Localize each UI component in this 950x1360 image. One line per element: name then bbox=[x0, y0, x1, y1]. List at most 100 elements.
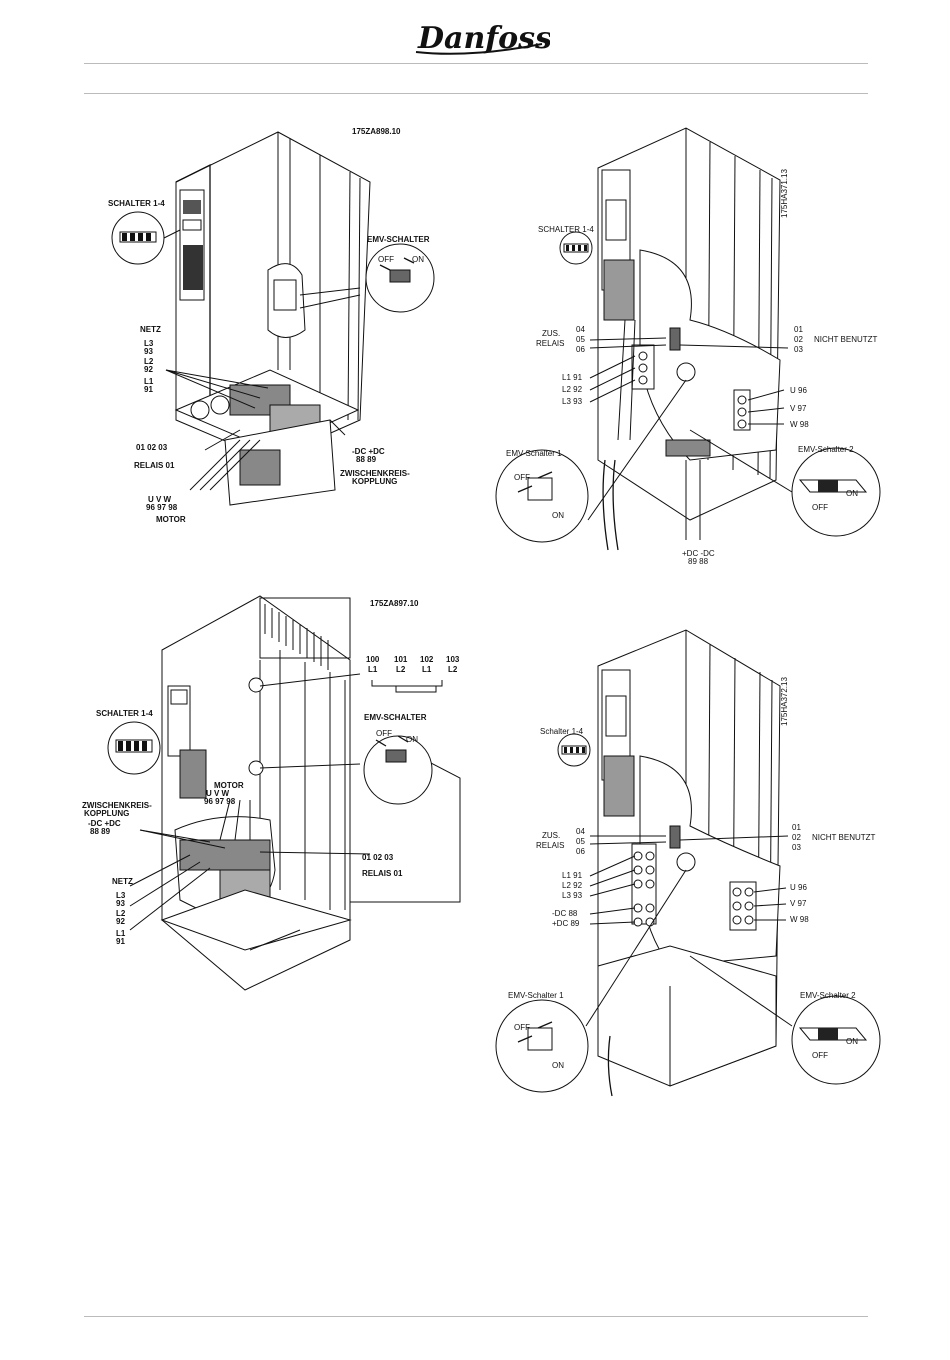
fig2-on2: ON bbox=[846, 489, 858, 498]
fig4-u: U 96 bbox=[790, 883, 807, 892]
fig3-93: 93 bbox=[116, 899, 125, 908]
fig2-u: U 96 bbox=[790, 386, 807, 395]
fig1-relais-nums: 01 02 03 bbox=[136, 443, 168, 452]
fig4-r04: 04 bbox=[576, 827, 585, 836]
header-rule-bottom bbox=[84, 93, 868, 94]
fig1-relais: RELAIS 01 bbox=[134, 461, 175, 470]
fig2-r04: 04 bbox=[576, 325, 585, 334]
fig1-off: OFF bbox=[378, 255, 394, 264]
fig2-o03: 03 bbox=[794, 345, 803, 354]
fig3-103: 103 bbox=[446, 655, 460, 664]
fig3-motor: MOTOR bbox=[214, 781, 244, 790]
fig2-on1: ON bbox=[552, 511, 564, 520]
fig3-dc-top: -DC +DC bbox=[88, 819, 121, 828]
fig1-93: 93 bbox=[144, 347, 153, 356]
fig1-92: 92 bbox=[144, 365, 153, 374]
fig2-off2: OFF bbox=[812, 503, 828, 512]
fig1-zwk2: KOPPLUNG bbox=[352, 477, 397, 486]
fig4-schalter: Schalter 1-4 bbox=[540, 727, 584, 736]
fig4-emv2: EMV-Schalter 2 bbox=[800, 991, 856, 1000]
fig2-nicht: NICHT BENUTZT bbox=[814, 335, 878, 344]
logo-text: Danfoss bbox=[417, 21, 550, 56]
fig3-92: 92 bbox=[116, 917, 125, 926]
fig3-91: 91 bbox=[116, 937, 125, 946]
fig1-91: 91 bbox=[144, 385, 153, 394]
fig3-dc-nums: 88 89 bbox=[90, 827, 111, 836]
fig4-on1: ON bbox=[552, 1061, 564, 1070]
fig4-l1: L1 91 bbox=[562, 871, 583, 880]
fig2-r05: 05 bbox=[576, 335, 585, 344]
fig2-l3: L3 93 bbox=[562, 397, 583, 406]
fig1-dc-nums: 88 89 bbox=[356, 455, 377, 464]
fig2-schalter: SCHALTER 1-4 bbox=[538, 225, 594, 234]
fig2-l1: L1 91 bbox=[562, 373, 583, 382]
figure-drive-top-left: 175ZA898.10 SCHALTER 1-4 EMV-SCHALTER OF… bbox=[90, 120, 460, 540]
fig2-zus: ZUS. bbox=[542, 329, 560, 338]
fig1-l2: L2 bbox=[144, 357, 154, 366]
fig4-r05: 05 bbox=[576, 837, 585, 846]
fig3-100: 100 bbox=[366, 655, 380, 664]
fig2-dc2: 89 88 bbox=[688, 557, 709, 566]
fig1-netz: NETZ bbox=[140, 325, 161, 334]
fig4-dc1: -DC 88 bbox=[552, 909, 578, 918]
fig3-off: OFF bbox=[376, 729, 392, 738]
figure-drive-bottom-right: 175HA372.13 Schalter 1-4 ZUS. RELAIS 04 … bbox=[490, 626, 890, 1106]
fig3-code: 175ZA897.10 bbox=[370, 599, 419, 608]
fig3-on: ON bbox=[406, 735, 418, 744]
fig4-l3: L3 93 bbox=[562, 891, 583, 900]
fig3-l2: L2 bbox=[116, 909, 126, 918]
fig4-o01: 01 bbox=[792, 823, 801, 832]
fig1-l3: L3 bbox=[144, 339, 154, 348]
fig4-zus: ZUS. bbox=[542, 831, 560, 840]
fig3-uvw: U V W bbox=[206, 789, 230, 798]
fig2-emv1: EMV-Schalter 1 bbox=[506, 449, 562, 458]
fig2-v: V 97 bbox=[790, 404, 807, 413]
fig4-on2: ON bbox=[846, 1037, 858, 1046]
fig1-l1: L1 bbox=[144, 377, 154, 386]
fig3-schalter: SCHALTER 1-4 bbox=[96, 709, 153, 718]
fig1-zwk1: ZWISCHENKREIS- bbox=[340, 469, 410, 478]
fig3-l1a: L1 bbox=[368, 665, 378, 674]
fig4-v: V 97 bbox=[790, 899, 807, 908]
fig2-dc1: +DC -DC bbox=[682, 549, 715, 558]
fig4-off2: OFF bbox=[812, 1051, 828, 1060]
fig4-o03: 03 bbox=[792, 843, 801, 852]
fig3-zwk1: ZWISCHENKREIS- bbox=[82, 801, 152, 810]
fig2-relais: RELAIS bbox=[536, 339, 564, 348]
fig2-o01: 01 bbox=[794, 325, 803, 334]
fig2-o02: 02 bbox=[794, 335, 803, 344]
figure-drive-top-right: 175HA371.13 SCHALTER 1-4 ZUS. RELAIS 04 … bbox=[490, 120, 890, 570]
fig3-l1: L1 bbox=[116, 929, 126, 938]
fig1-schalter-label: SCHALTER 1-4 bbox=[108, 199, 165, 208]
fig1-uvw-nums: 96 97 98 bbox=[146, 503, 178, 512]
fig3-relais: RELAIS 01 bbox=[362, 869, 403, 878]
fig2-w: W 98 bbox=[790, 420, 809, 429]
fig4-nicht: NICHT BENUTZT bbox=[812, 833, 876, 842]
fig1-code: 175ZA898.10 bbox=[352, 127, 401, 136]
footer-rule bbox=[84, 1316, 868, 1317]
fig4-relais: RELAIS bbox=[536, 841, 564, 850]
fig3-zwk2: KOPPLUNG bbox=[84, 809, 129, 818]
fig3-l1b: L1 bbox=[422, 665, 432, 674]
fig2-r06: 06 bbox=[576, 345, 585, 354]
fig4-o02: 02 bbox=[792, 833, 801, 842]
fig3-relais-nums: 01 02 03 bbox=[362, 853, 394, 862]
fig1-emv-label: EMV-SCHALTER bbox=[367, 235, 430, 244]
fig2-off1: OFF bbox=[514, 473, 530, 482]
header-rule-top bbox=[84, 63, 868, 64]
fig4-l2: L2 92 bbox=[562, 881, 583, 890]
fig2-l2: L2 92 bbox=[562, 385, 583, 394]
fig2-code: 175HA371.13 bbox=[780, 169, 789, 218]
fig1-motor: MOTOR bbox=[156, 515, 186, 524]
fig3-102: 102 bbox=[420, 655, 434, 664]
fig1-dc-top: -DC +DC bbox=[352, 447, 385, 456]
fig4-off1: OFF bbox=[514, 1023, 530, 1032]
fig3-uvw-nums: 96 97 98 bbox=[204, 797, 236, 806]
fig3-netz: NETZ bbox=[112, 877, 133, 886]
fig1-uvw: U V W bbox=[148, 495, 172, 504]
fig4-code: 175HA372.13 bbox=[780, 677, 789, 726]
figure-drive-bottom-left: 175ZA897.10 100 101 102 103 L1 L2 L1 L2 … bbox=[80, 590, 470, 1000]
fig3-101: 101 bbox=[394, 655, 408, 664]
fig2-emv2: EMV-Schalter 2 bbox=[798, 445, 854, 454]
fig4-emv1: EMV-Schalter 1 bbox=[508, 991, 564, 1000]
